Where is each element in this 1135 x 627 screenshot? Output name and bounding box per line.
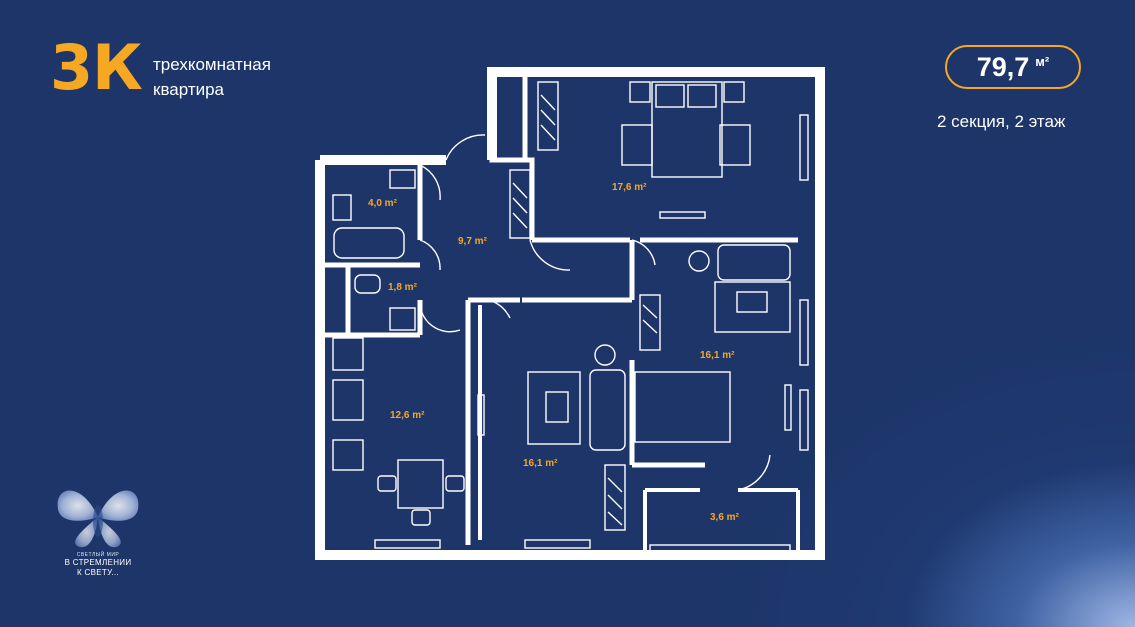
logo-line-1: В СТРЕМЛЕНИИ bbox=[64, 558, 132, 567]
logo-line-2: К СВЕТУ... bbox=[77, 568, 119, 577]
brand-logo: СВЕТЛЫЙ МИР В СТРЕМЛЕНИИ К СВЕТУ... bbox=[48, 483, 148, 578]
inner-walls bbox=[325, 160, 520, 545]
room-area-wc: 1,8 m² bbox=[388, 282, 418, 293]
bed bbox=[651, 81, 723, 178]
wardrobe bbox=[604, 464, 626, 531]
closet-right bbox=[489, 72, 528, 163]
bedside-rug bbox=[719, 124, 751, 166]
pillow bbox=[687, 84, 717, 108]
tv bbox=[659, 211, 706, 219]
sink bbox=[389, 307, 416, 331]
wardrobe-hatch bbox=[512, 94, 658, 526]
chair bbox=[445, 475, 465, 492]
room-area-hallway: 9,7 m² bbox=[458, 236, 488, 247]
window bbox=[524, 539, 591, 549]
rooms-code: 3К bbox=[50, 31, 143, 104]
fridge bbox=[332, 439, 364, 471]
wardrobe bbox=[509, 169, 531, 239]
armchair bbox=[688, 250, 710, 272]
room-area-kitchen: 12,6 m² bbox=[390, 410, 425, 421]
coffee-table bbox=[545, 391, 569, 423]
sofa bbox=[717, 244, 791, 281]
section-floor: 2 секция, 2 этаж bbox=[937, 112, 1066, 131]
bed bbox=[634, 371, 731, 443]
tv bbox=[784, 384, 792, 431]
chair bbox=[411, 509, 431, 526]
window bbox=[799, 299, 809, 366]
tv bbox=[477, 394, 485, 436]
logo-small-text: СВЕТЛЫЙ МИР bbox=[76, 552, 120, 558]
door-arcs bbox=[419, 134, 771, 491]
room-area-bedroom-top: 17,6 m² bbox=[612, 182, 647, 193]
chair bbox=[377, 475, 397, 492]
washing-machine bbox=[389, 169, 416, 189]
pillow bbox=[655, 84, 685, 108]
subtitle-line-1: трехкомнатная bbox=[153, 55, 271, 74]
bedside-rug bbox=[621, 124, 653, 166]
nightstand bbox=[723, 81, 745, 103]
window bbox=[649, 544, 791, 554]
window bbox=[374, 539, 441, 549]
sofa bbox=[589, 369, 626, 451]
armchair bbox=[594, 344, 616, 366]
nightstand bbox=[629, 81, 651, 103]
room-area-living-room: 16,1 m² bbox=[523, 458, 558, 469]
inner-walls-4 bbox=[478, 305, 700, 540]
rug bbox=[527, 371, 581, 445]
washbasin bbox=[332, 194, 352, 221]
balcony-walls bbox=[643, 488, 800, 555]
total-area-unit: м² bbox=[1035, 53, 1050, 69]
subtitle-line-2: квартира bbox=[153, 80, 225, 99]
total-area-value: 79,7 bbox=[976, 51, 1030, 82]
room-area-bathroom: 4,0 m² bbox=[368, 198, 398, 209]
room-area-bedroom-right: 16,1 m² bbox=[700, 350, 735, 361]
toilet bbox=[354, 274, 381, 294]
window bbox=[799, 114, 809, 181]
apartment-type: трехкомнатная квартира bbox=[153, 52, 271, 102]
wardrobe bbox=[537, 81, 559, 151]
window bbox=[799, 389, 809, 451]
kitchen-sink bbox=[332, 379, 364, 421]
total-area-badge: 79,7 м² bbox=[945, 45, 1081, 89]
bathtub bbox=[333, 227, 405, 259]
dining-table bbox=[397, 459, 444, 509]
coffee-table bbox=[736, 291, 768, 313]
butterfly-icon bbox=[57, 490, 139, 548]
wardrobe bbox=[639, 294, 661, 351]
outer-walls bbox=[315, 67, 825, 560]
rug bbox=[714, 281, 791, 333]
room-area-balcony: 3,6 m² bbox=[710, 512, 740, 523]
stove bbox=[332, 337, 364, 371]
